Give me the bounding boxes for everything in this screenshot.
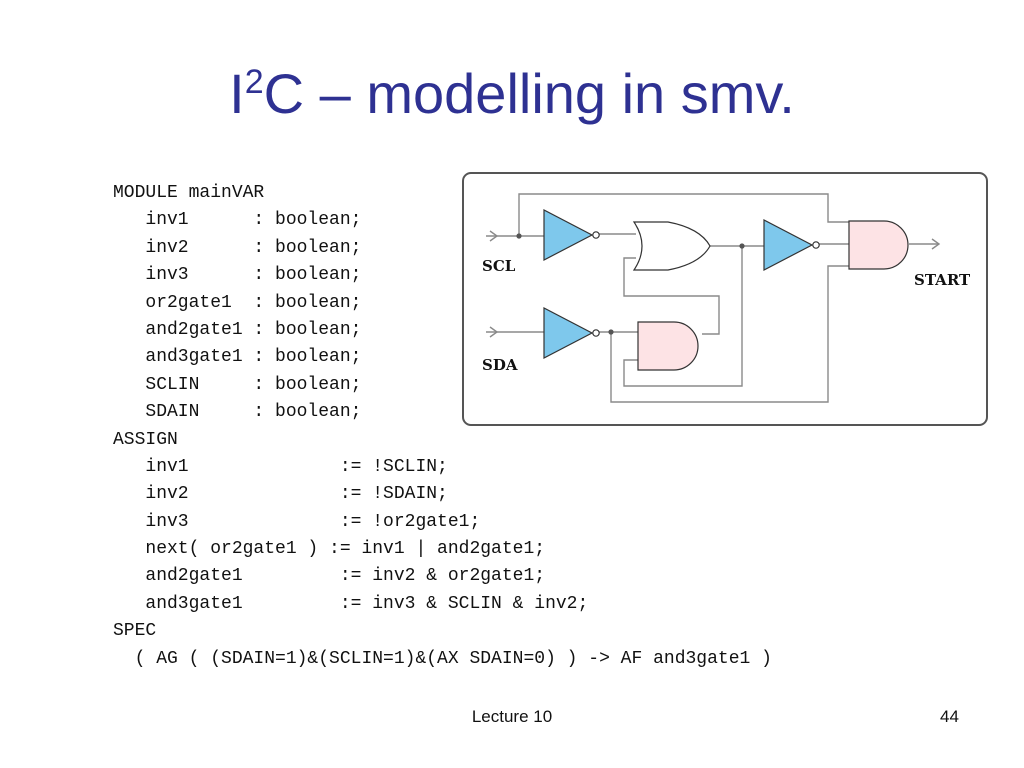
- code-line: ASSIGN: [113, 429, 178, 450]
- title-prefix: I: [229, 62, 245, 125]
- code-line: SDAIN : boolean;: [113, 402, 362, 423]
- circuit-diagram: SCL SDA START: [462, 172, 988, 426]
- and3-gate: [848, 220, 909, 270]
- code-line: inv1 := !SCLIN;: [113, 456, 448, 477]
- and2-gate: [637, 321, 699, 371]
- code-line: or2gate1 : boolean;: [113, 292, 362, 313]
- slide-title: I2C – modelling in smv.: [0, 58, 1024, 130]
- start-label: START: [914, 271, 971, 289]
- code-line: and2gate1 := inv2 & or2gate1;: [113, 566, 546, 587]
- page-number: 44: [940, 707, 959, 726]
- code-line: inv3 := !or2gate1;: [113, 511, 481, 532]
- wires: [486, 193, 941, 403]
- circuit-svg: SCL SDA START: [482, 193, 971, 403]
- junction-dots: [516, 233, 745, 335]
- or-gate: [632, 221, 711, 271]
- code-line: SCLIN : boolean;: [113, 374, 362, 395]
- footer-lecture: Lecture 10: [471, 707, 553, 726]
- code-line: next( or2gate1 ) := inv1 | and2gate1;: [113, 539, 546, 560]
- smv-code-block: MODULE mainVAR inv1 : boolean; inv2 : bo…: [113, 180, 772, 673]
- code-line: and3gate1 : boolean;: [113, 347, 362, 368]
- scl-label: SCL: [482, 257, 516, 275]
- code-line: and3gate1 := inv3 & SCLIN & inv2;: [113, 593, 589, 614]
- sda-label: SDA: [482, 356, 518, 374]
- inverter-3: [763, 219, 820, 271]
- code-line: and2gate1 : boolean;: [113, 319, 362, 340]
- code-line: inv2 : boolean;: [113, 237, 362, 258]
- code-line: inv1 : boolean;: [113, 210, 362, 231]
- code-line: inv2 := !SDAIN;: [113, 484, 448, 505]
- title-rest: C – modelling in smv.: [263, 62, 795, 125]
- inverter-2: [543, 307, 600, 359]
- inverter-1: [543, 209, 600, 261]
- code-line: ( AG ( (SDAIN=1)&(SCLIN=1)&(AX SDAIN=0) …: [113, 648, 772, 669]
- code-line: SPEC: [113, 621, 157, 642]
- code-line: MODULE mainVAR: [113, 183, 265, 203]
- code-line: inv3 : boolean;: [113, 265, 362, 286]
- title-superscript: 2: [244, 63, 264, 101]
